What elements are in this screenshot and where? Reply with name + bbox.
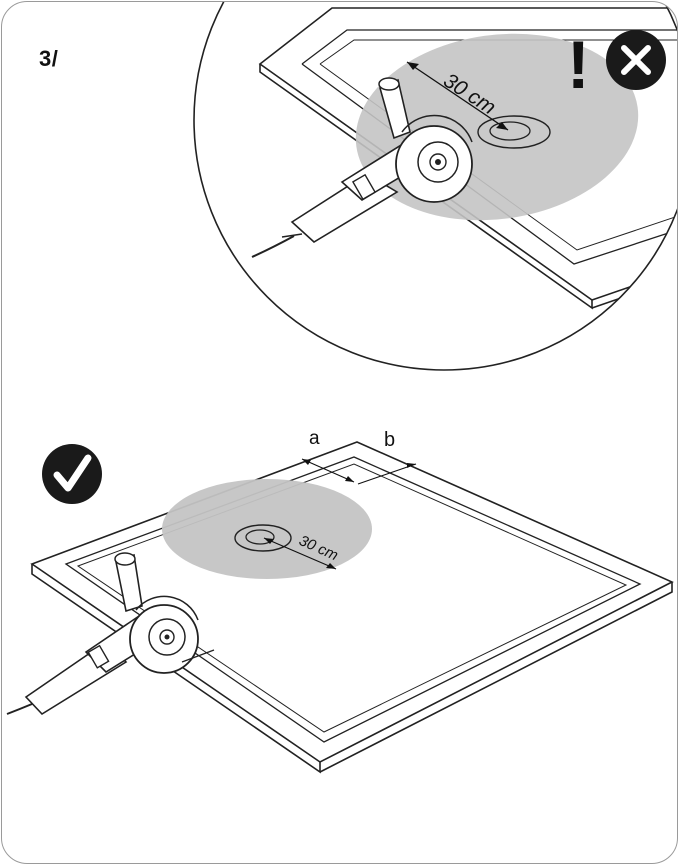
measure-a-line — [301, 458, 355, 483]
label-b: b — [384, 429, 395, 451]
cross-in-circle-icon — [606, 30, 666, 90]
zoom-circle-outline — [193, 2, 677, 371]
angle-grinder-wrong — [281, 77, 473, 243]
correct-example-panel: 30 cm a b — [6, 428, 674, 774]
warning-exclamation-icon: ! — [567, 27, 590, 103]
dimension-line-wrong — [406, 61, 509, 131]
power-cord-wrong — [251, 235, 295, 258]
angle-grinder-correct — [24, 552, 199, 716]
check-in-circle-icon — [42, 444, 102, 504]
correct-cut-zone — [162, 479, 372, 579]
label-a: a — [309, 428, 320, 449]
drain-inner — [489, 121, 531, 141]
zoomed-tray-view — [251, 7, 677, 310]
step-number: 3/ — [39, 46, 59, 71]
dimension-line-correct — [263, 537, 337, 570]
measure-b-line — [357, 463, 417, 485]
power-cord-correct — [6, 703, 33, 715]
drain-inner-correct — [245, 529, 275, 545]
wrong-example-panel: 30 cm ! — [193, 2, 677, 371]
drain-outer — [477, 115, 551, 149]
drain-outer-correct — [234, 524, 292, 552]
